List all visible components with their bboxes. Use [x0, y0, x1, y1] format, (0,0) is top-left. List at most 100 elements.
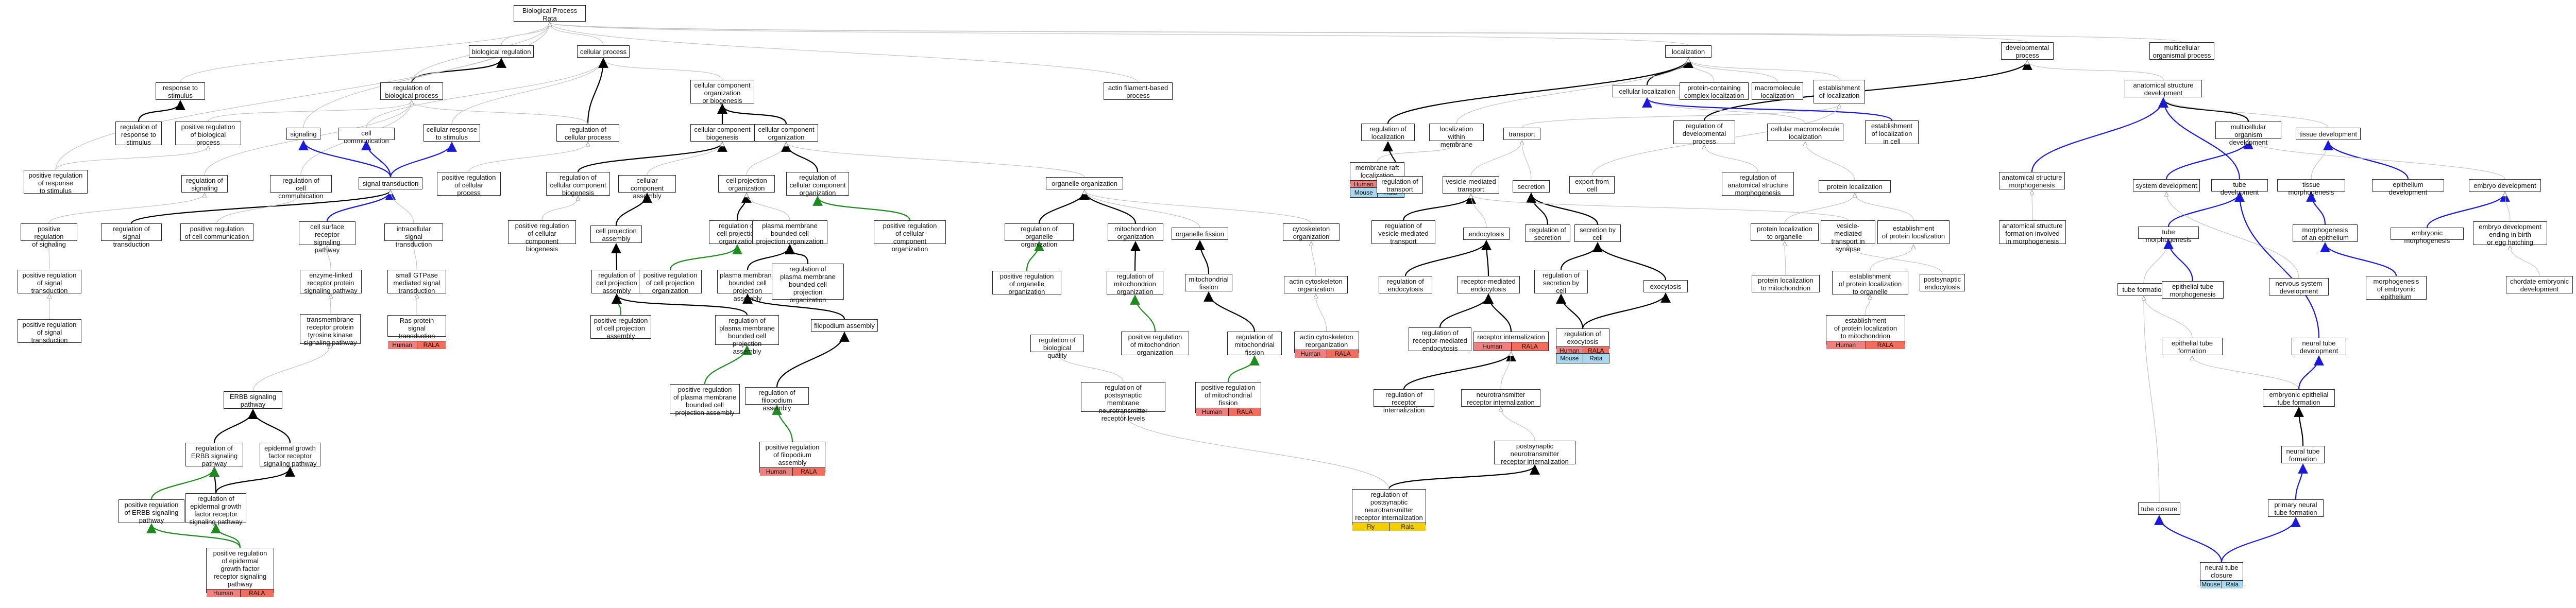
go-term-tube-closure[interactable]: tube closure [2138, 502, 2180, 515]
go-term-cell-surface-receptor-signaling-pathway[interactable]: cell surface receptor signaling pathway [299, 221, 355, 254]
go-term-secretion-by-cell[interactable]: secretion by cell [1574, 224, 1621, 242]
go-term-epithelium-development[interactable]: epithelium development [2372, 179, 2444, 196]
go-term-embryo-development[interactable]: embryo development [2469, 179, 2541, 192]
go-term-regulation-of-organelle-organization[interactable]: regulation of organelle organization [1005, 223, 1074, 248]
go-term-cytoskeleton-organization[interactable]: cytoskeleton organization [1283, 223, 1340, 241]
go-term-protein-localization[interactable]: protein localization [1819, 180, 1891, 193]
go-term-signal-transduction[interactable]: signal transduction [359, 177, 422, 189]
go-term-erbb-signaling-pathway[interactable]: ERBB signaling pathway [224, 391, 282, 409]
go-term-establishment-of-localization[interactable]: establishment of localization [1814, 80, 1865, 103]
go-term-morphogenesis-of-embryonic-epithelium[interactable]: morphogenesis of embryonic epithelium [2366, 276, 2427, 301]
go-term-tube-formation[interactable]: tube formation [2117, 283, 2170, 296]
go-term-epithelial-tube-morphogenesis[interactable]: epithelial tube morphogenesis [2162, 281, 2224, 299]
go-term-filopodium-assembly[interactable]: filopodium assembly [811, 319, 878, 332]
go-term-cell-projection-organization[interactable]: cell projection organization [718, 175, 775, 193]
go-term-secretion[interactable]: secretion [1513, 180, 1550, 193]
go-term-actin-cytoskeleton-organization[interactable]: actin cytoskeleton organization [1284, 276, 1348, 293]
go-term-vesicle-mediated-transport[interactable]: vesicle-mediated transport [1443, 176, 1499, 194]
go-term-regulation-of-receptor-internalization[interactable]: regulation of receptor internalization [1374, 389, 1434, 414]
go-term-response-to-stimulus[interactable]: response to stimulus [156, 82, 205, 100]
go-term-plasma-membrane-bounded-cell-projection-organization[interactable]: plasma membrane bounded cell projection … [752, 220, 827, 245]
go-term-cellular-macromolecule-localization[interactable]: cellular macromolecule localization [1767, 124, 1843, 141]
go-term-regulation-of-secretion-by-cell[interactable]: regulation of secretion by cell [1534, 270, 1588, 294]
go-term-mitochondrion-organization[interactable]: mitochondrion organization [1108, 223, 1163, 241]
go-term-regulation-of-developmental-process[interactable]: regulation of developmental process [1673, 120, 1735, 145]
go-term-positive-regulation-of-signal-transduction[interactable]: regulation of signal transduction [101, 223, 162, 248]
go-term-protein-containing-complex-localization[interactable]: protein-containing complex localization [1680, 82, 1749, 100]
go-term-regulation-of-filopodium-assembly[interactable]: regulation of filopodium assembly [745, 387, 809, 412]
go-term-positive-regulation-of-plasma-membrane-bounded-cell-projection-assembly[interactable]: positive regulation of plasma membrane b… [670, 384, 740, 416]
go-term-endocytosis[interactable]: endocytosis [1463, 228, 1510, 240]
go-term-regulation-of-receptor-mediated-endocytosis[interactable]: regulation of receptor-mediated endocyto… [1409, 327, 1471, 352]
go-term-establishment-of-protein-localization-to-mitochondrion[interactable]: establishment of protein localization to… [1826, 315, 1905, 349]
go-term-positive-regulation-of-epidermal-growth-factor-receptor-signaling-pathway[interactable]: positive regulation of epidermal growth … [206, 548, 274, 597]
go-term-positive-regulation-of-cell-projection-assembly[interactable]: positive regulation of cell projection a… [590, 315, 651, 340]
go-term-root[interactable]: Biological Process Rata [514, 5, 586, 22]
go-term-cellular-response-to-stimulus[interactable]: cellular response to stimulus [423, 124, 480, 142]
go-term-positive-regulation-of-erbb-signaling-pathway[interactable]: positive regulation of ERBB signaling pa… [118, 499, 184, 524]
go-term-postsynaptic-neurotransmitter-receptor-internalization[interactable]: postsynaptic neurotransmitter receptor i… [1494, 441, 1575, 465]
go-term-epithelial-tube-formation[interactable]: epithelial tube formation [2162, 338, 2223, 355]
go-term-neural-tube-development[interactable]: neural tube development [2292, 338, 2346, 355]
go-term-tube-morphogenesis[interactable]: tube morphogenesis [2138, 227, 2199, 244]
go-term-small-gtpase-mediated-signal-transduction[interactable]: small GTPase mediated signal transductio… [387, 270, 446, 294]
go-term-enzyme-linked-receptor-protein-signaling-pathway[interactable]: enzyme-linked receptor protein signaling… [300, 270, 362, 294]
go-term-positive-regulation-of-signal-transduction-main[interactable]: positive regulation of signal transducti… [18, 319, 81, 344]
go-term-localization-within-membrane[interactable]: localization within membrane [1429, 124, 1484, 148]
go-term-positive-regulation-of-cellular-component-organization[interactable]: positive regulation of cellular componen… [874, 220, 946, 253]
go-term-positive-regulation-of-response-to-stimulus[interactable]: positive regulation of response to stimu… [24, 170, 88, 195]
go-term-protein-localization-to-mitochondrion[interactable]: protein localization to mitochondrion [1752, 275, 1820, 292]
go-term-postsynaptic-endocytosis[interactable]: postsynaptic endocytosis [1920, 274, 1965, 291]
go-term-positive-regulation-of-filopodium-assembly[interactable]: positive regulation of filopodium assemb… [759, 442, 825, 476]
go-term-cellular-component-assembly[interactable]: cellular component assembly [618, 175, 676, 200]
go-term-tissue-development[interactable]: tissue development [2296, 128, 2361, 140]
go-term-export-from-cell[interactable]: export from cell [1569, 176, 1615, 194]
go-term-positive-regulation-of-organelle-organization[interactable]: positive regulation of organelle organiz… [992, 271, 1061, 296]
go-term-plasma-membrane-bounded-cell-projection-assembly[interactable]: plasma membrane bounded cell projection … [717, 270, 778, 302]
go-term-cell-projection-assembly[interactable]: cell projection assembly [590, 225, 642, 243]
go-term-anatomical-structure-formation-involved-in-morphogenesis[interactable]: anatomical structure formation involved … [1999, 220, 2066, 245]
go-term-intracellular-signal-transduction[interactable]: intracellular signal transduction [384, 223, 443, 248]
go-term-chordate-embryonic-development[interactable]: chordate embryonic development [2506, 276, 2573, 293]
go-term-establishment-of-protein-localization-to-organelle[interactable]: establishment of protein localization to… [1832, 271, 1908, 296]
go-term-regulation-of-mitochondrion-organization[interactable]: regulation of mitochondrion organization [1107, 271, 1163, 296]
go-term-nervous-system-development[interactable]: nervous system development [2269, 278, 2329, 296]
go-term-exocytosis[interactable]: exocytosis [1643, 280, 1688, 292]
go-term-regulation-of-cellular-component-organization[interactable]: regulation of cellular component organiz… [786, 172, 849, 197]
go-term-embryonic-epithelial-tube-formation[interactable]: embryonic epithelial tube formation [2263, 389, 2335, 407]
go-term-regulation-of-transport[interactable]: regulation of transport [1377, 176, 1423, 194]
go-term-embryonic-morphogenesis[interactable]: embryonic morphogenesis [2391, 228, 2464, 245]
go-term-regulation-of-plasma-membrane-bounded-cell-projection-assembly[interactable]: regulation of plasma membrane bounded ce… [715, 315, 779, 355]
go-term-morphogenesis-of-an-epithelium[interactable]: morphogenesis of an epithelium [2293, 224, 2358, 242]
go-term-neural-tube-formation[interactable]: neural tube formation [2281, 446, 2325, 463]
go-term-anatomical-structure-morphogenesis[interactable]: anatomical structure morphogenesis [1999, 172, 2065, 189]
go-term-mitochondrial-fission[interactable]: mitochondrial fission [1185, 274, 1232, 291]
go-term-positive-regulation-of-signaling[interactable]: positive regulation of signaling [21, 223, 77, 248]
go-term-cellular-localization[interactable]: cellular localization [1613, 85, 1682, 97]
go-term-regulation-of-epidermal-growth-factor-receptor-signaling-pathway[interactable]: regulation of epidermal growth factor re… [185, 493, 246, 526]
go-term-receptor-mediated-endocytosis[interactable]: receptor-mediated endocytosis [1457, 276, 1520, 293]
go-term-positive-regulation-of-cell-communication[interactable]: positive regulation of cell communicatio… [180, 223, 253, 241]
go-term-organelle-organization[interactable]: organelle organization [1046, 177, 1123, 189]
go-term-positive-regulation-of-mitochondrial-fission[interactable]: positive regulation of mitochondrial fis… [1195, 382, 1261, 416]
go-term-multicellular-organism-development[interactable]: multicellular organism development [2215, 121, 2281, 146]
go-term-regulation-of-postsynaptic-neurotransmitter-receptor-internalization[interactable]: regulation of postsynaptic neurotransmit… [1352, 489, 1426, 531]
go-term-macromolecule-localization[interactable]: macromolecule localization [1752, 82, 1803, 100]
go-term-tissue-morphogenesis[interactable]: tissue morphogenesis [2277, 179, 2345, 196]
go-term-positive-regulation-of-cell-projection-organization[interactable]: positive regulation of cell projection o… [639, 270, 702, 294]
go-term-regulation-of-erbb-signaling-pathway[interactable]: regulation of ERBB signaling pathway [185, 443, 243, 467]
go-term-developmental-process[interactable]: developmental process [2001, 42, 2054, 60]
go-term-establishment-of-protein-localization[interactable]: establishment of protein localization [1877, 220, 1950, 244]
go-term-embryo-development-ending-in-birth[interactable]: embryo development ending in birth or eg… [2473, 221, 2547, 246]
go-term-regulation-of-response-to-stimulus[interactable]: regulation of response to stimulus [115, 121, 162, 146]
go-term-regulation-of-endocytosis[interactable]: regulation of endocytosis [1379, 276, 1432, 293]
go-term-transport[interactable]: transport [1503, 128, 1540, 140]
go-term-primary-neural-tube-formation[interactable]: primary neural tube formation [2268, 499, 2324, 517]
go-term-cellular-component-organization-or-biogenesis[interactable]: cellular component organization or bioge… [690, 80, 754, 105]
go-term-regulation-of-cellular-process[interactable]: regulation of cellular process [556, 124, 619, 142]
